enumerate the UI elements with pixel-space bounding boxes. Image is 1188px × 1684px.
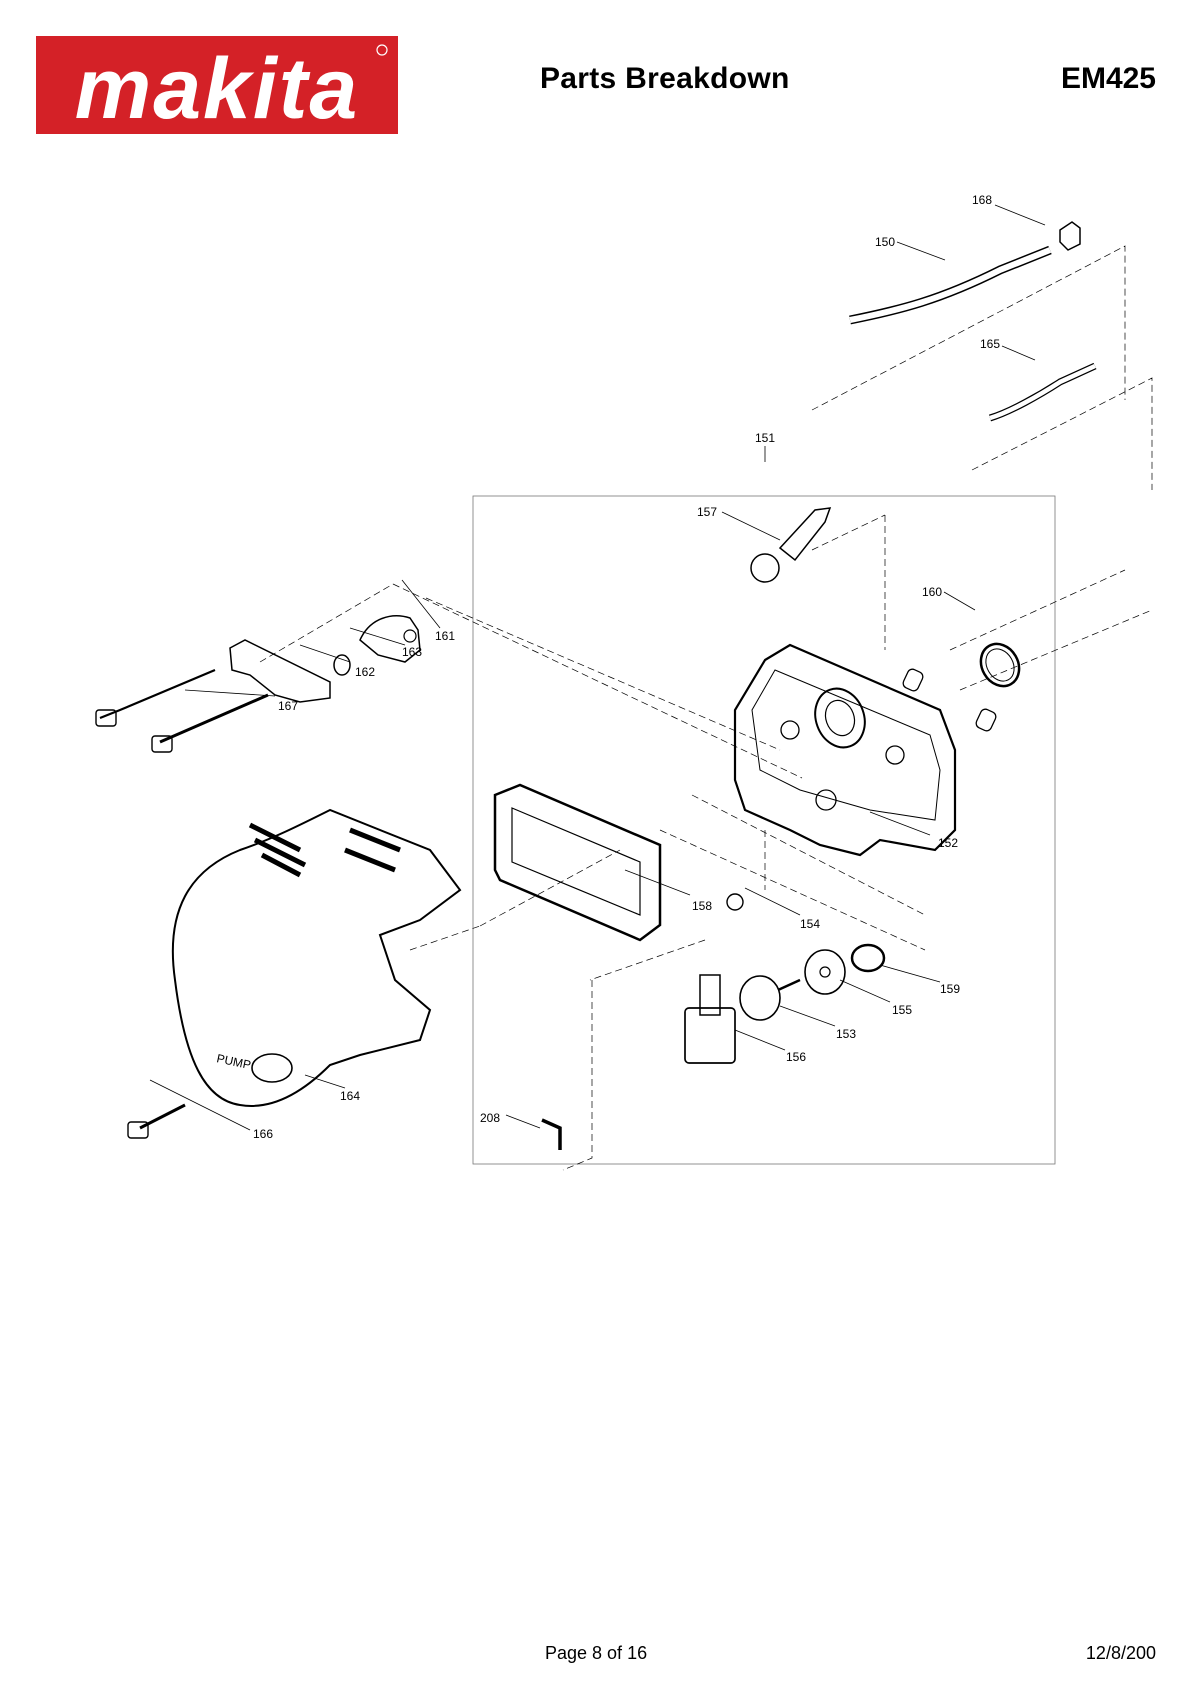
svg-text:makita: makita (75, 41, 360, 134)
callout-157: 157 (697, 505, 717, 519)
callout-166: 166 (253, 1127, 273, 1141)
callout-162: 162 (355, 665, 375, 679)
parts-diagram: 168 150 165 151 157 160 161 163 162 167 … (95, 193, 1153, 1171)
makita-logo: makita (36, 36, 398, 134)
callout-156: 156 (786, 1050, 806, 1064)
callout-161: 161 (435, 629, 455, 643)
callout-167: 167 (278, 699, 298, 713)
callout-164: 164 (340, 1089, 360, 1103)
group-151-box (472, 495, 1056, 1165)
callout-153: 153 (836, 1027, 856, 1041)
footer-date: 12/8/200 (1085, 1643, 1156, 1663)
callout-168: 168 (972, 193, 992, 207)
page-title: Parts Breakdown (540, 62, 790, 95)
callout-155: 155 (892, 1003, 912, 1017)
callout-165: 165 (980, 337, 1000, 351)
callout-151: 151 (755, 431, 775, 445)
callout-154: 154 (800, 917, 820, 931)
cover-pump-label: PUMP (215, 1051, 252, 1072)
callout-208: 208 (480, 1111, 500, 1125)
callout-163: 163 (402, 645, 422, 659)
page-number: Page 8 of 16 (545, 1643, 648, 1663)
callout-160: 160 (922, 585, 942, 599)
model-number: EM425 (1060, 62, 1156, 95)
callout-150: 150 (875, 235, 895, 249)
callout-158: 158 (692, 899, 712, 913)
callout-152: 152 (938, 836, 958, 850)
callout-159: 159 (940, 982, 960, 996)
